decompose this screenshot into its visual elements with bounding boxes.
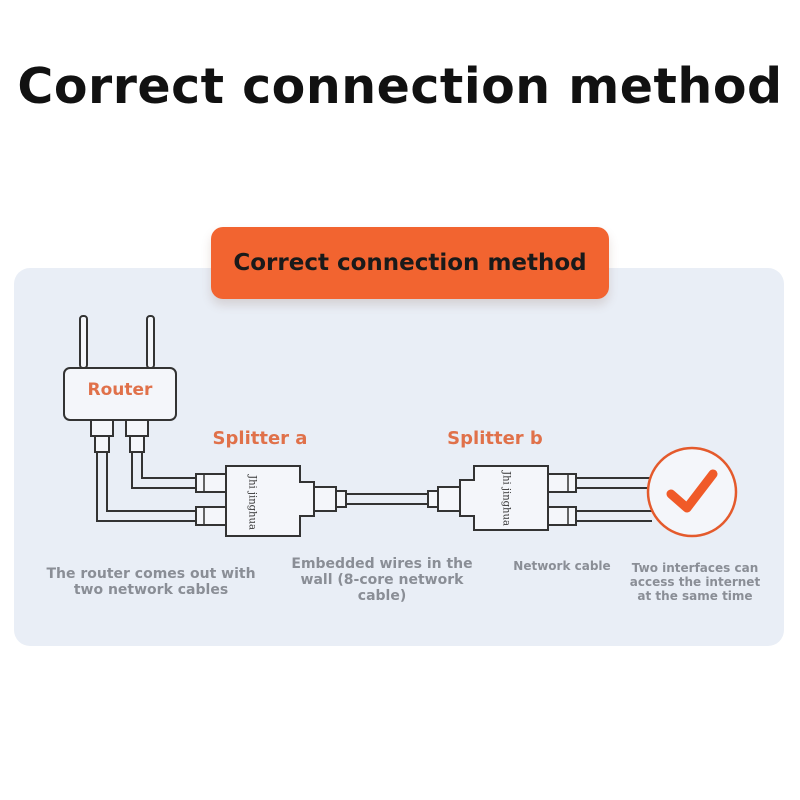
router-cable-outer	[96, 452, 198, 522]
router-label: Router	[87, 380, 153, 400]
splitter-a-label: Splitter a	[212, 428, 308, 449]
splitter-b-plug-top	[547, 473, 577, 493]
splitter-a-brand: Jhi jinghua	[246, 475, 258, 530]
splitter-b-plug-bottom	[547, 506, 577, 526]
wall-cable	[346, 493, 428, 505]
checkmark-icon	[666, 469, 718, 513]
section-badge: Correct connection method	[211, 227, 609, 299]
network-cable-caption: Network cable	[513, 559, 611, 573]
router-antenna-right	[146, 315, 155, 369]
router-body	[63, 367, 177, 421]
page-title: Correct connection method	[17, 58, 783, 115]
router-cable-inner	[131, 452, 198, 489]
splitter-a-body	[225, 465, 315, 537]
splitter-a-output-plug	[313, 486, 337, 512]
router-antenna-left	[79, 315, 88, 369]
splitter-b-brand: Jhi jinghua	[500, 471, 512, 526]
splitter-a-plug-top	[195, 473, 227, 493]
router-boot-left	[94, 435, 110, 453]
output-cables	[576, 477, 652, 522]
router-plug-right	[125, 419, 149, 437]
wall-cable-caption: Embedded wires in the wall (8-core netwo…	[291, 556, 473, 605]
router-boot-right	[129, 435, 145, 453]
router-plug-left	[90, 419, 114, 437]
result-circle	[646, 446, 738, 538]
splitter-b-label: Splitter b	[447, 428, 543, 449]
splitter-b-input-plug	[437, 486, 461, 512]
splitter-a-plug-bottom	[195, 506, 227, 526]
splitter-b-body	[459, 465, 549, 531]
two-interfaces-caption: Two interfaces can access the internet a…	[629, 561, 761, 603]
router-caption: The router comes out with two network ca…	[46, 566, 256, 599]
